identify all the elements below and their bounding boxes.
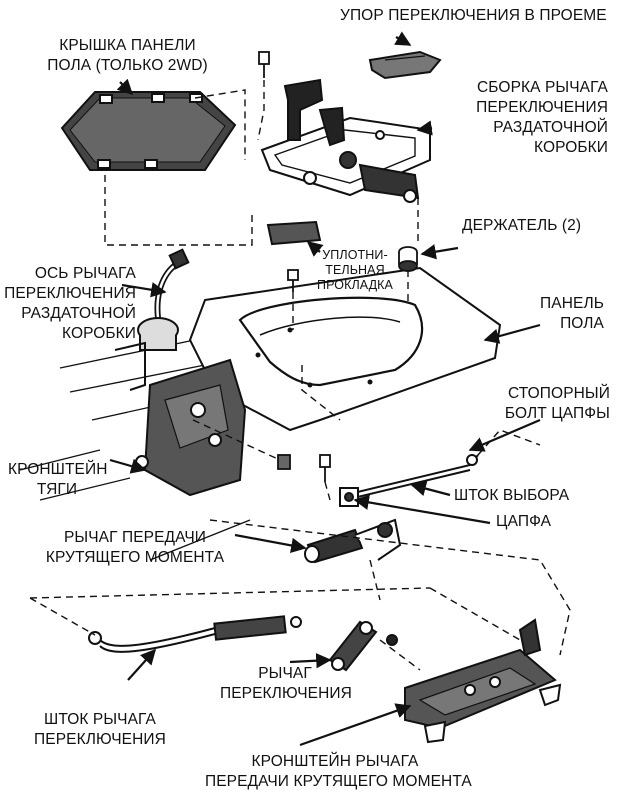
lever-axis-label: ОСЬ РЫЧАГА ПЕРЕКЛЮЧЕНИЯ РАЗДАТОЧНОЙ КОРО… [4, 264, 136, 344]
floor-cover-text-1: КРЫШКА ПАНЕЛИ [59, 37, 196, 54]
pivot-bolt-part [277, 454, 331, 482]
lever-axis-text-3: РАЗДАТОЧНОЙ [21, 305, 136, 322]
trunnion-label: ЦАПФА [496, 512, 551, 532]
seal-text-1: УПЛОТНИ- [322, 248, 388, 262]
link-bracket-label: КРОНШТЕЙН ТЯГИ [8, 460, 108, 500]
seal-pad [266, 220, 322, 246]
pivot-bolt-text-1: СТОПОРНЫЙ [508, 385, 610, 402]
leader-arrows [109, 31, 541, 747]
seal-label: УПЛОТНИ- ТЕЛЬНАЯ ПРОКЛАДКА [305, 248, 405, 293]
shift-lever-text-2: ПЕРЕКЛЮЧЕНИЯ [220, 685, 352, 702]
shift-lever-text-1: РЫЧАГ [258, 665, 312, 682]
floor-cover-plate [60, 91, 237, 171]
shift-lever-label: РЫЧАГ ПЕРЕКЛЮЧЕНИЯ [220, 664, 352, 704]
gate-stop-label: УПОР ПЕРЕКЛЮЧЕНИЯ В ПРОЕМЕ [340, 6, 607, 26]
torque-lever-text-2: КРУТЯЩЕГО МОМЕНТА [45, 549, 225, 566]
lever-axis-text-1: ОСЬ РЫЧАГА [34, 265, 136, 282]
lever-axis-text-2: ПЕРЕКЛЮЧЕНИЯ [4, 285, 136, 302]
pivot-bolt-label: СТОПОРНЫЙ БОЛТ ЦАПФЫ [470, 384, 610, 424]
floor-pan [188, 266, 502, 432]
select-rod-text: ШТОК ВЫБОРА [454, 487, 570, 504]
shift-lever-assembly-text-3: РАЗДАТОЧНОЙ [493, 119, 608, 136]
shift-lever-part [328, 620, 398, 672]
torque-lever-part [304, 518, 402, 564]
assembly-dash-lines [29, 80, 571, 671]
link-bracket-text-1: КРОНШТЕЙН [8, 461, 108, 478]
lever-rod-and-boot [137, 248, 190, 351]
torque-lever-label: РЫЧАГ ПЕРЕДАЧИ КРУТЯЩЕГО МОМЕНТА [35, 528, 235, 568]
torque-bracket-text-1: КРОНШТЕЙН РЫЧАГА [251, 753, 419, 770]
floor-pan-text-2: ПОЛА [560, 315, 604, 332]
gate-stop-part [368, 50, 442, 80]
torque-bracket-part [404, 618, 562, 744]
seal-text-3: ПРОКЛАДКА [317, 278, 393, 292]
floor-cover-text-2: ПОЛА (ТОЛЬКО 2WD) [47, 57, 208, 74]
shift-lever-assembly-text-1: СБОРКА РЫЧАГА [477, 79, 608, 96]
shift-lever-assembly [260, 78, 431, 203]
torque-lever-text-1: РЫЧАГ ПЕРЕДАЧИ [63, 529, 207, 546]
retainer-label: ДЕРЖАТЕЛЬ (2) [462, 216, 581, 236]
seal-text-2: ТЕЛЬНАЯ [325, 263, 385, 277]
shift-lever-assembly-text-2: ПЕРЕКЛЮЧЕНИЯ [476, 99, 608, 116]
floor-pan-fasteners [255, 327, 373, 388]
shift-rod-label: ШТОК РЫЧАГА ПЕРЕКЛЮЧЕНИЯ [30, 710, 170, 750]
shift-lever-assembly-label: СБОРКА РЫЧАГА ПЕРЕКЛЮЧЕНИЯ РАЗДАТОЧНОЙ К… [430, 78, 608, 158]
torque-bracket-label: КРОНШТЕЙН РЫЧАГА ПЕРЕДАЧИ КРУТЯЩЕГО МОМЕ… [205, 752, 472, 792]
shift-rod-text-2: ПЕРЕКЛЮЧЕНИЯ [34, 731, 166, 748]
shift-lever-assembly-text-4: КОРОБКИ [533, 139, 608, 156]
floor-pan-text-1: ПАНЕЛЬ [540, 295, 604, 312]
top-bolt [258, 51, 270, 78]
shift-rod-text-1: ШТОК РЫЧАГА [44, 711, 156, 728]
trunnion-part [339, 487, 359, 507]
retainer-part [398, 246, 418, 272]
trunnion-text: ЦАПФА [496, 513, 552, 530]
seal-bolt [287, 269, 299, 292]
floor-pan-label: ПАНЕЛЬ ПОЛА [520, 294, 604, 334]
shift-rod-part [88, 615, 302, 653]
retainer-text: ДЕРЖАТЕЛЬ (2) [462, 217, 582, 234]
link-bracket-text-2: ТЯГИ [36, 481, 78, 498]
gate-stop-text: УПОР ПЕРЕКЛЮЧЕНИЯ В ПРОЕМЕ [340, 7, 607, 24]
link-bracket-part [114, 341, 247, 497]
floor-cover-label: КРЫШКА ПАНЕЛИ ПОЛА (ТОЛЬКО 2WD) [25, 36, 230, 76]
torque-bracket-text-2: ПЕРЕДАЧИ КРУТЯЩЕГО МОМЕНТА [205, 773, 472, 790]
lever-axis-text-4: КОРОБКИ [61, 325, 136, 342]
pivot-bolt-text-2: БОЛТ ЦАПФЫ [504, 405, 610, 422]
select-rod-label: ШТОК ВЫБОРА [454, 486, 569, 506]
